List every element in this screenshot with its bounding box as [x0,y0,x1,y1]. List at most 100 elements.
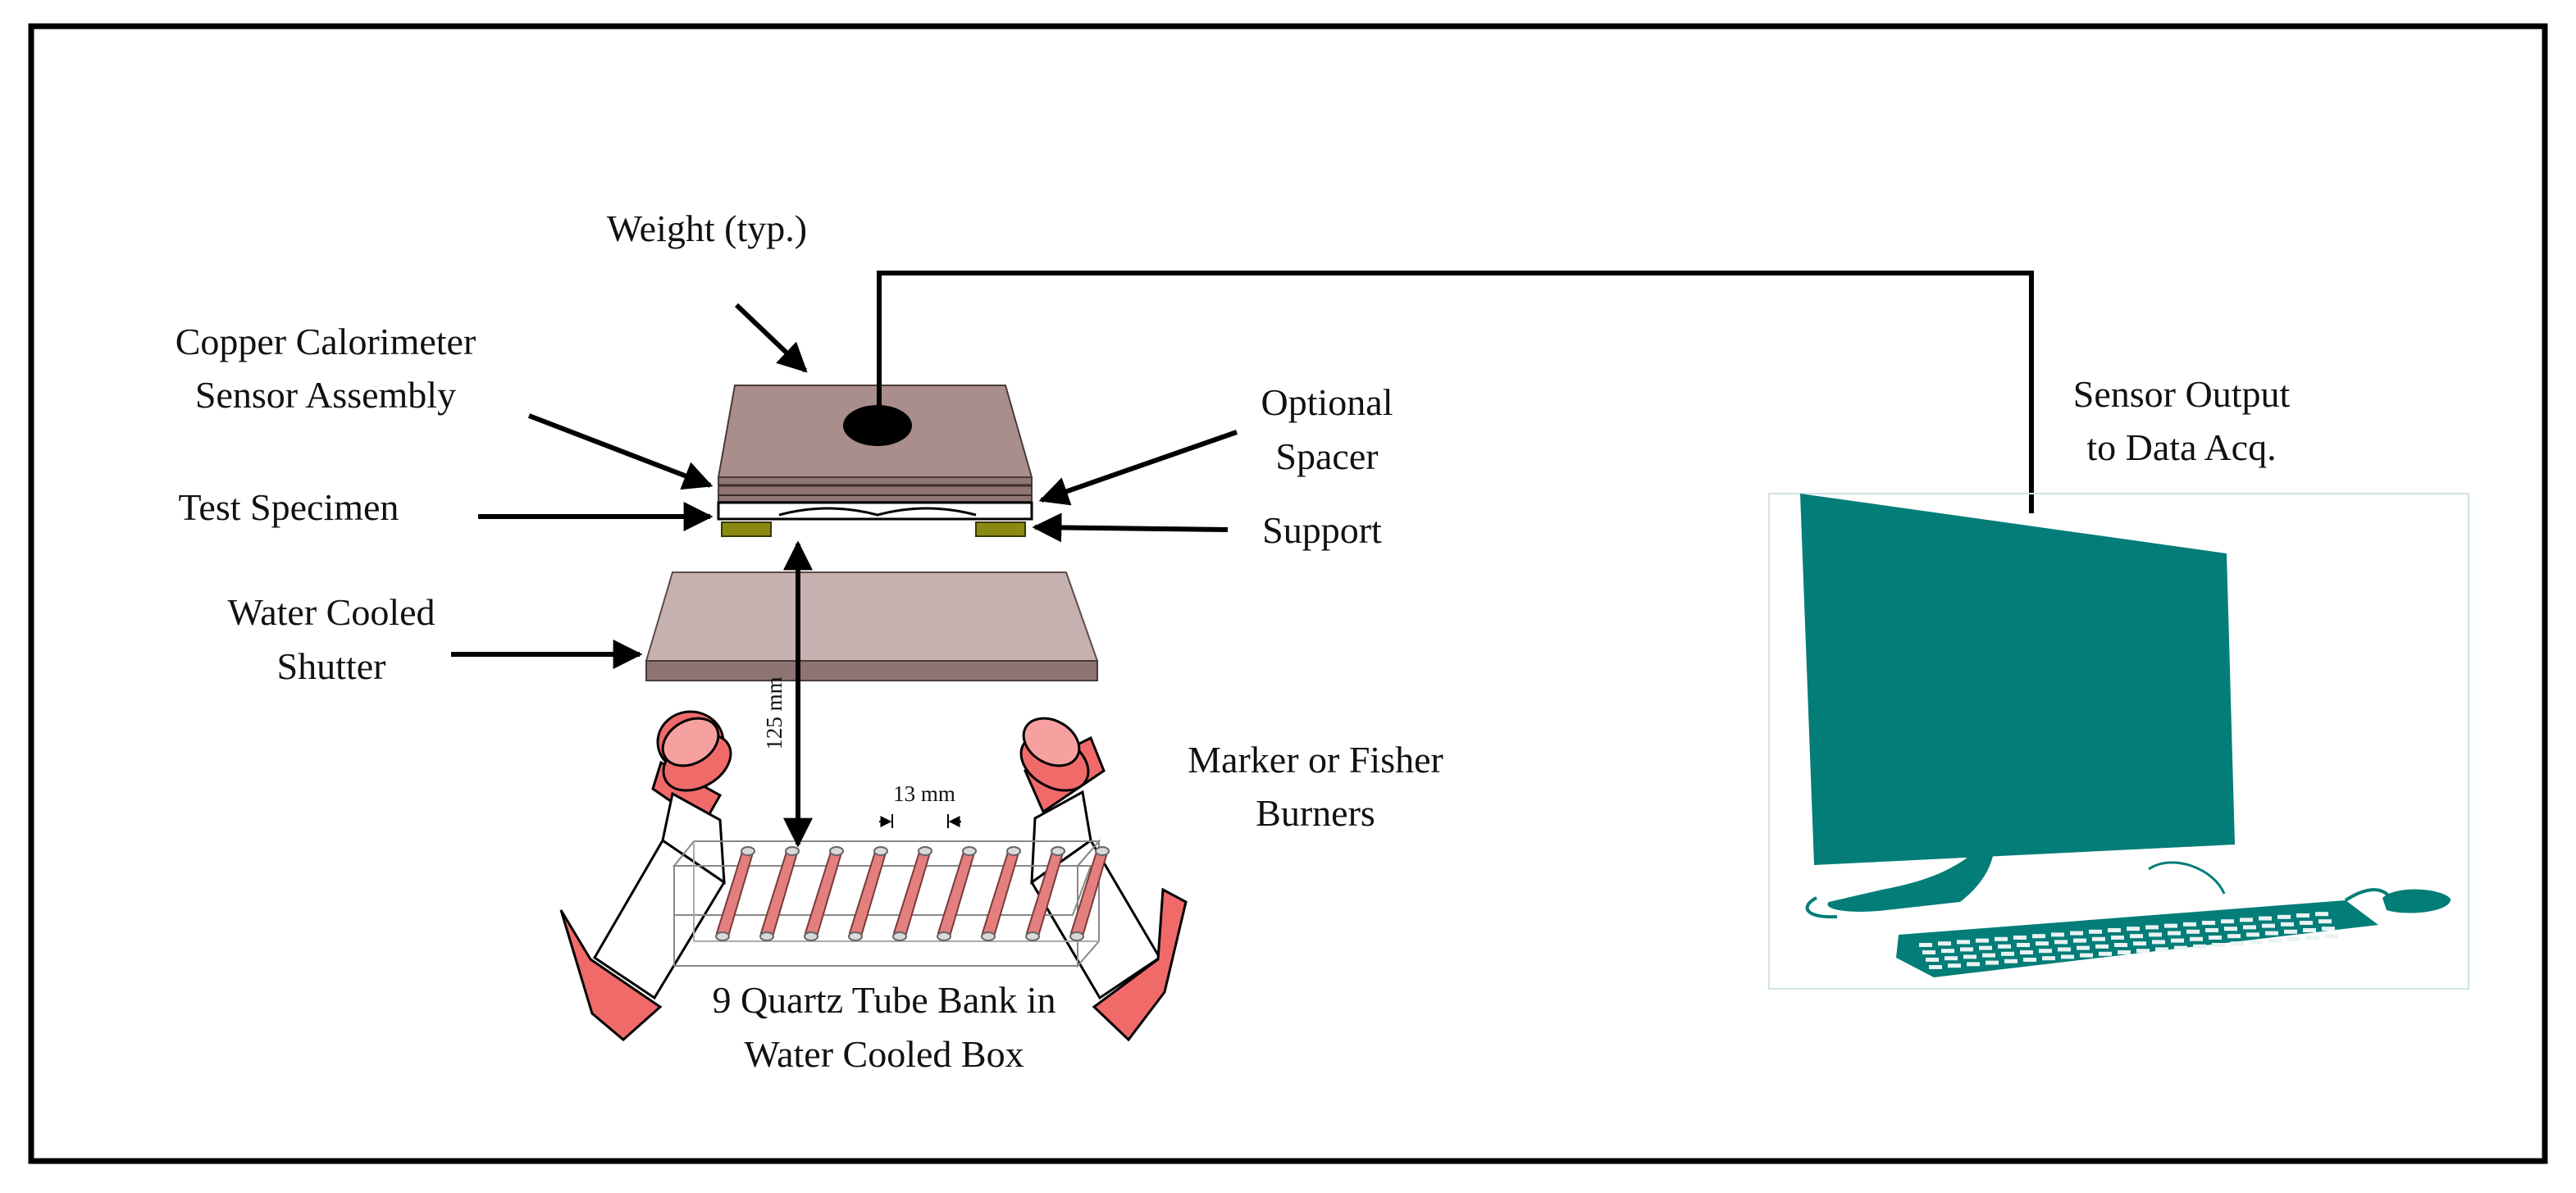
copper-calorimeter-arrow [527,413,714,490]
shutter-edge [645,660,1098,681]
copper-calorimeter-assembly [717,385,1033,537]
keyboard-key [2171,938,2184,943]
keyboard-key [2231,941,2244,946]
keyboard-key [2023,958,2036,962]
sensor-output-label-line1: Sensor Output [2073,373,2291,415]
keyboard-key [2221,919,2234,924]
keyboard-key [2174,945,2187,950]
keyboard-key [2058,947,2071,952]
keyboard-key [1963,954,1976,959]
keyboard-key [2262,923,2275,928]
keyboard-key [1926,958,1939,962]
keyboard-key [2243,925,2256,930]
keyboard-key [2004,958,2017,963]
keyboard-key [2268,938,2282,943]
keyboard-key [2325,934,2338,939]
keyboard-key [2092,936,2105,941]
keyboard-key [2205,928,2218,932]
keyboard-key [2318,919,2332,924]
quartz-tube-box [672,839,1110,968]
calorimeter-plate-edge [718,476,1033,503]
keyboard-key [2246,932,2259,937]
weight-arrow [734,303,808,373]
keyboard-key [2164,923,2177,928]
test-specimen-label: Test Specimen [179,486,399,528]
water-cooled-shutter [645,571,1099,681]
computer-icon [1768,493,2469,990]
keyboard-key [2322,927,2335,931]
tube-bank-label-line2: Water Cooled Box [744,1033,1024,1075]
copper-calorimeter-label-line1: Copper Calorimeter [176,321,476,362]
optional-spacer-arrow [1038,430,1238,506]
keyboard-key [2186,929,2200,934]
computer-mouse [2382,889,2451,913]
keyboard-key [2099,951,2112,956]
keyboard-keys [1919,912,2338,969]
keyboard-key [2017,943,2030,947]
burners-label-line1: Marker or Fisher [1188,739,1443,781]
monitor-stand [1827,856,1993,912]
keyboard-key [1986,960,1999,965]
keyboard-key [2315,912,2328,917]
keyboard-key [2224,927,2237,931]
keyboard-key [1938,941,1951,946]
support-block-left [721,521,772,537]
keyboard-key [2265,931,2278,936]
keyboard-key [2296,913,2309,918]
keyboard-key [2281,922,2294,927]
support-arrow [1032,512,1229,543]
quartz-tube [981,846,1021,941]
support-label: Support [1262,509,1382,551]
keyboard-key [1982,953,1995,958]
keyboard-key [2250,940,2263,945]
burner-right-head [1022,717,1081,767]
quartz-tube [759,846,800,941]
keyboard-key [2209,936,2222,940]
keyboard-key [2013,936,2027,940]
keyboard-key [2111,936,2124,940]
keyboard-key [1922,950,1935,954]
burners-label-line2: Burners [1256,792,1375,834]
keyboard-key [2127,927,2140,931]
computer-monitor [1800,494,2235,865]
keyboard-key [1998,944,2011,949]
keyboard-key [2306,936,2319,940]
keyboard-key [2300,921,2313,925]
quartz-tube [1069,846,1110,941]
quartz-tube [715,846,755,941]
copper-calorimeter-label-line2: Sensor Assembly [195,374,456,416]
keyboard-key [2168,931,2181,936]
keyboard-key [2133,941,2146,946]
shutter-top [645,571,1099,662]
keyboard-key [2095,944,2109,949]
keyboard-key [1945,956,1958,961]
keyboard-key [2202,921,2215,925]
test-specimen-layer [717,501,1033,521]
keyboard-key [2277,914,2291,919]
keyboard-key [1957,940,1970,945]
optional-spacer-label-line1: Optional [1261,381,1393,423]
keyboard-key [2036,941,2049,946]
keyboard-key [2136,949,2150,954]
keyboard-key [2042,956,2055,961]
keyboard-key [2212,943,2225,947]
keyboard-key [2193,944,2206,949]
keyboard-key [2051,932,2064,937]
keyboard-key [1960,947,1973,952]
keyboard-key [2145,925,2159,930]
keyboard-key [2287,936,2300,941]
keyboard-key [2303,928,2316,932]
keyboard-key [2032,934,2045,939]
keyboard-key [2190,936,2203,941]
distance-label: 125 mm [762,676,786,749]
keyboard-key [2089,929,2102,934]
computer-image-frame [1768,493,2469,990]
keyboard-key [1929,965,1942,969]
keyboard-key [2001,951,2014,956]
keyboard-key [2227,934,2241,939]
shutter-label-line1: Water Cooled [227,591,435,633]
keyboard-key [2061,954,2074,959]
keyboard-key [2020,950,2033,954]
keyboard-key [2183,922,2196,927]
burner-right-base [1092,887,1188,1042]
